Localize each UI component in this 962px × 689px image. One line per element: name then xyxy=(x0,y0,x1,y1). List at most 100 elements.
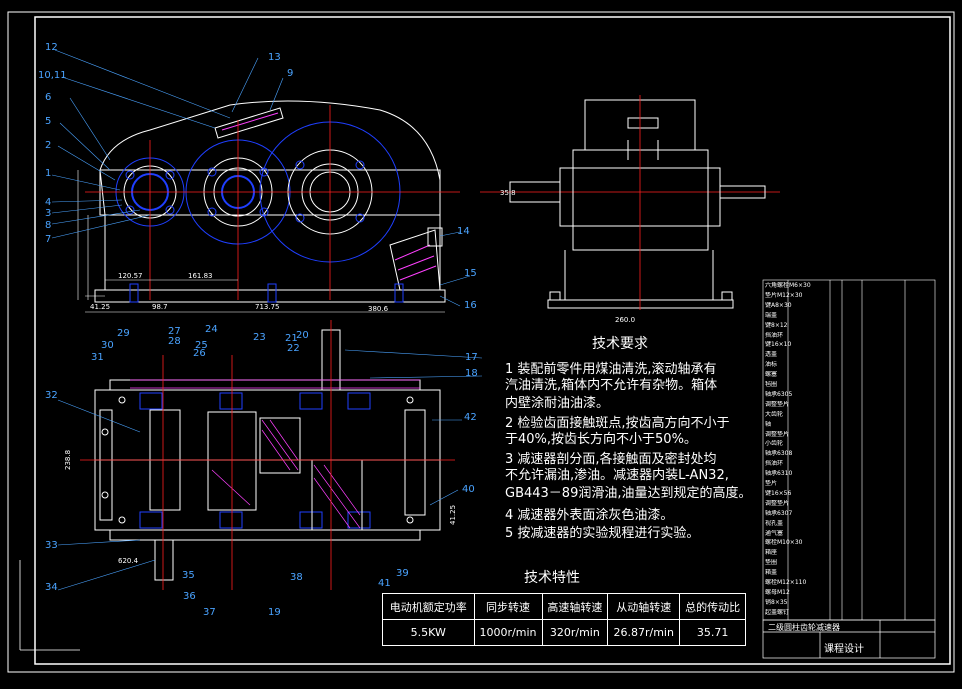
bom-row: 调整垫片 xyxy=(765,430,790,438)
requirement-line: 2 检验齿面接触斑点,按齿高方向不小于 xyxy=(505,416,730,431)
outer-frame xyxy=(7,11,955,673)
svg-text:238.8: 238.8 xyxy=(64,450,72,470)
svg-text:380.6: 380.6 xyxy=(368,305,389,313)
requirement-line: 1 装配前零件用煤油清洗,滚动轴承有 xyxy=(505,362,717,377)
spec-header-row: 电动机额定功率 同步转速 高速轴转速 从动轴转速 总的传动比 xyxy=(382,593,746,620)
spec-header-cell: 从动轴转速 xyxy=(607,593,681,620)
bom-row: 毡圈 xyxy=(765,381,778,388)
bom-row: 垫片 xyxy=(765,480,778,487)
part-number-label: 16 xyxy=(464,300,477,311)
bom-row: 螺塞 xyxy=(765,371,778,379)
spec-value-cell: 5.5KW xyxy=(382,619,475,646)
part-number-label: 9 xyxy=(287,68,294,79)
bom-row: 轴承6308 xyxy=(765,450,793,458)
bom-row: 油标 xyxy=(765,361,778,369)
svg-text:713.75: 713.75 xyxy=(255,303,280,311)
bom-row: 视孔盖 xyxy=(765,519,784,527)
leader-lines xyxy=(51,49,483,591)
part-number-label: 31 xyxy=(91,352,104,363)
part-number-label: 3 xyxy=(45,208,52,219)
part-number-label: 8 xyxy=(45,220,52,231)
bom-row: 箱座 xyxy=(765,549,778,557)
spec-header-cell: 总的传动比 xyxy=(679,593,746,620)
part-number-label: 18 xyxy=(465,368,478,379)
bom-row: 调整垫片 xyxy=(765,400,790,408)
bom-row: 端盖 xyxy=(765,311,778,319)
part-number-label: 23 xyxy=(253,332,266,343)
part-number-label: 2 xyxy=(45,140,52,151)
spec-value-cell: 320r/min xyxy=(541,619,609,646)
title-block-subtitle: 二级圆柱齿轮减速器 xyxy=(768,623,840,632)
requirement-line: 3 减速器剖分面,各接触面及密封处均 xyxy=(505,452,717,467)
part-number-label: 12 xyxy=(45,42,58,53)
top-view xyxy=(94,329,441,581)
title-block-title: 课程设计 xyxy=(824,644,864,655)
bom-row: 键16×56 xyxy=(765,489,792,497)
part-number-label: 10,11 xyxy=(38,70,67,81)
bom-row: 小齿轮 xyxy=(765,440,784,448)
part-number-label: 34 xyxy=(45,582,58,593)
bom-row: 挡油环 xyxy=(765,331,784,339)
bom-row: 轴 xyxy=(765,420,772,428)
requirement-line: 内壁涂耐油油漆。 xyxy=(505,396,610,411)
bom-row: 垫圈 xyxy=(765,559,778,567)
part-number-label: 5 xyxy=(45,116,52,127)
requirement-line: 5 按减速器的实验规程进行实验。 xyxy=(505,526,700,541)
part-number-label: 15 xyxy=(464,268,477,279)
part-number-label: 41 xyxy=(378,578,391,589)
technical-characteristics-table: 电动机额定功率 同步转速 高速轴转速 从动轴转速 总的传动比 5.5KW 100… xyxy=(382,593,746,646)
spec-header-cell: 同步转速 xyxy=(473,593,543,620)
front-centerlines xyxy=(85,105,780,300)
bom-row: 通气塞 xyxy=(765,529,784,537)
part-number-label: 20 xyxy=(296,330,309,341)
bom-row: 垫片M12×30 xyxy=(765,291,803,299)
bom-row: 起盖螺钉 xyxy=(765,608,790,616)
svg-text:41.25: 41.25 xyxy=(90,303,110,311)
part-number-label: 30 xyxy=(101,340,114,351)
bom-row: 六角螺栓M6×30 xyxy=(765,282,811,289)
part-number-label: 21 xyxy=(285,333,298,344)
bom-row: 轴承6310 xyxy=(765,470,793,478)
spec-value-cell: 26.87r/min xyxy=(607,619,681,646)
part-number-label: 32 xyxy=(45,390,58,401)
requirement-line: GB443－89润滑油,油量达到规定的高度。 xyxy=(505,486,752,501)
svg-text:120.57: 120.57 xyxy=(118,272,143,280)
top-view-hatching xyxy=(130,379,420,529)
part-number-label: 26 xyxy=(193,348,206,359)
part-number-label: 35 xyxy=(182,570,195,581)
bom-row: 轴承6305 xyxy=(765,390,793,398)
bom-row: 调整垫片 xyxy=(765,499,790,507)
bom-row: 销8×35 xyxy=(765,598,788,606)
bom-row: 键A8×30 xyxy=(765,301,792,309)
part-number-label: 39 xyxy=(396,568,409,579)
bom-row: 大齿轮 xyxy=(765,410,784,418)
title-block xyxy=(762,619,936,659)
part-number-label: 7 xyxy=(45,234,52,245)
svg-text:161.83: 161.83 xyxy=(188,272,213,280)
part-number-label: 22 xyxy=(287,343,300,354)
svg-text:35.8: 35.8 xyxy=(500,189,516,197)
technical-requirements-title: 技术要求 xyxy=(592,336,648,352)
bom-row: 轴承6307 xyxy=(765,509,793,517)
part-number-label: 1 xyxy=(45,168,52,179)
bom-row: 键8×12 xyxy=(765,321,788,329)
requirement-line: 汽油清洗,箱体内不允许有杂物。箱体 xyxy=(505,378,718,393)
part-number-label: 24 xyxy=(205,324,218,335)
svg-text:260.0: 260.0 xyxy=(615,316,635,324)
requirement-line: 于40%,按齿长方向不小于50%。 xyxy=(505,432,697,447)
part-number-label: 33 xyxy=(45,540,58,551)
part-number-label: 40 xyxy=(462,484,475,495)
front-view xyxy=(94,100,446,303)
ucs-icon xyxy=(19,560,80,651)
spec-value-row: 5.5KW 1000r/min 320r/min 26.87r/min 35.7… xyxy=(382,619,746,646)
part-number-label: 6 xyxy=(45,92,52,103)
bom-row: 螺栓M10×30 xyxy=(765,539,803,547)
part-number-label: 17 xyxy=(465,352,478,363)
part-number-label: 27 xyxy=(168,326,181,337)
spec-value-cell: 1000r/min xyxy=(473,619,543,646)
front-dimensions xyxy=(77,170,445,313)
part-number-label: 36 xyxy=(183,591,196,602)
svg-text:98.7: 98.7 xyxy=(152,303,168,311)
part-number-label: 29 xyxy=(117,328,130,339)
bom-row: 键16×10 xyxy=(765,341,792,349)
